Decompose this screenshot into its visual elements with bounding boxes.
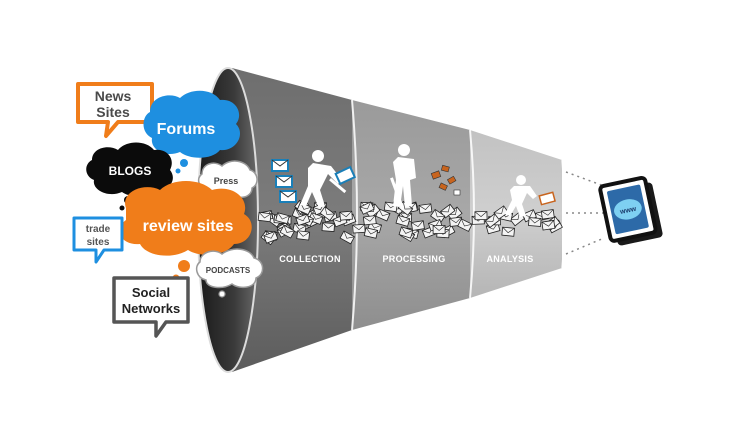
collected-envelopes-icon bbox=[271, 159, 357, 203]
news-sites-line-2: Sites bbox=[96, 104, 130, 120]
social-networks-line-2: Networks bbox=[122, 301, 181, 316]
flying-envelopes-icon bbox=[430, 164, 461, 196]
envelope-icon bbox=[540, 209, 555, 220]
review-sites-label: review sites bbox=[143, 218, 234, 235]
podcasts-label: PODCASTS bbox=[206, 266, 251, 275]
trade-sites-bubble: trade sites bbox=[72, 216, 124, 264]
envelope-icon bbox=[275, 212, 290, 225]
envelope-icon bbox=[418, 203, 433, 214]
funnel-segment-analysis bbox=[470, 130, 562, 298]
envelope-icon bbox=[484, 213, 501, 228]
news-sites-bubble: News Sites bbox=[76, 82, 154, 138]
envelope-icon bbox=[398, 226, 414, 239]
podcasts-bubble: PODCASTS bbox=[195, 248, 264, 298]
envelope-icon bbox=[296, 230, 311, 241]
funnel-segment-collection bbox=[232, 68, 352, 372]
blogs-bubble: BLOGS bbox=[86, 142, 173, 211]
stage-labels: COLLECTION PROCESSING ANALYSIS bbox=[279, 254, 533, 264]
envelope-icon bbox=[263, 230, 279, 244]
analyzed-envelope-icon bbox=[538, 191, 556, 206]
envelope-icon bbox=[279, 224, 296, 239]
stage-label-analysis: ANALYSIS bbox=[486, 254, 533, 264]
forums-label: Forums bbox=[157, 121, 216, 138]
www-monitor-icon: www bbox=[598, 175, 663, 246]
envelope-icon bbox=[321, 222, 336, 232]
blogs-label: BLOGS bbox=[109, 164, 152, 178]
envelope-icon bbox=[352, 223, 366, 234]
envelope-icon bbox=[339, 210, 353, 221]
forums-bubble: Forums bbox=[143, 90, 241, 174]
envelope-icon bbox=[362, 215, 377, 226]
trade-sites-line-1: trade bbox=[86, 224, 111, 235]
social-networks-bubble: Social Networks bbox=[112, 276, 190, 338]
envelope-icon bbox=[541, 219, 556, 231]
envelope-icon bbox=[339, 230, 356, 245]
envelope-icon bbox=[257, 211, 272, 223]
output-connector-lines bbox=[565, 171, 605, 255]
processing-worker-icon bbox=[390, 144, 416, 211]
envelope-icon bbox=[359, 201, 375, 215]
trade-sites-line-2: sites bbox=[87, 237, 110, 248]
social-networks-line-1: Social bbox=[132, 285, 170, 300]
www-label: www bbox=[618, 206, 637, 217]
envelope-icon bbox=[319, 206, 336, 221]
envelope-icon bbox=[501, 226, 515, 237]
envelope-icon bbox=[363, 227, 379, 239]
envelope-icon bbox=[528, 217, 542, 227]
envelope-icon bbox=[457, 218, 473, 232]
envelope-icon bbox=[432, 225, 446, 234]
stage-label-collection: COLLECTION bbox=[279, 254, 341, 264]
press-label: Press bbox=[214, 176, 239, 186]
envelope-icon bbox=[395, 214, 411, 227]
news-sites-line-1: News bbox=[95, 88, 132, 104]
review-sites-bubble: review sites bbox=[119, 181, 252, 282]
analysis-worker-icon bbox=[505, 175, 537, 217]
stage-label-processing: PROCESSING bbox=[382, 254, 445, 264]
envelope-icon bbox=[474, 211, 488, 221]
envelope-piles bbox=[257, 199, 563, 246]
envelope-icon bbox=[410, 220, 425, 231]
envelope-icon bbox=[295, 213, 311, 227]
collection-worker-icon bbox=[300, 150, 347, 208]
envelope-icon bbox=[430, 208, 446, 224]
